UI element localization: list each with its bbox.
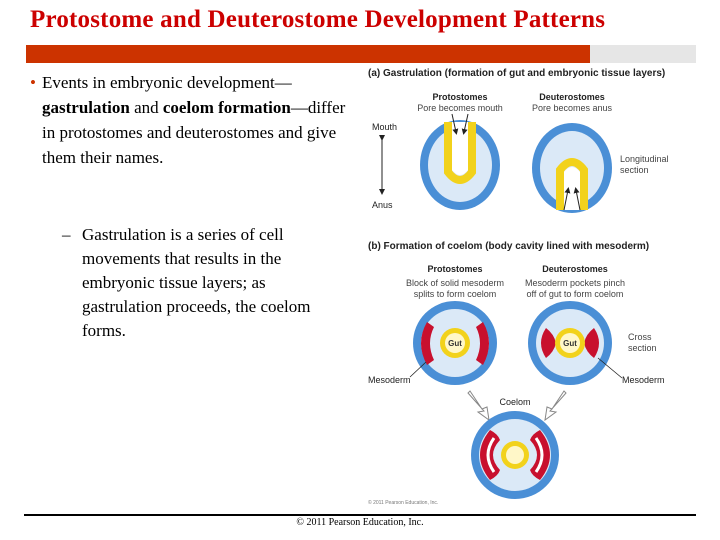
title-rule xyxy=(26,45,590,63)
mesoderm-label-right: Mesoderm xyxy=(622,375,665,385)
converge-arrow-left xyxy=(467,390,490,422)
deuterostome-gastrula xyxy=(532,123,612,213)
mesoderm-pointer-left xyxy=(409,361,427,378)
term-coelom-formation: coelom formation xyxy=(162,98,291,117)
panel-b-deut-sub1: Mesoderm pockets pinch xyxy=(525,278,625,288)
panel-b-proto-title: Protostomes xyxy=(427,264,482,274)
panel-a-deut-title: Deuterostomes xyxy=(539,92,605,102)
panel-b-deut-title: Deuterostomes xyxy=(542,264,608,274)
bullet-text-pre: Events in embryonic development— xyxy=(42,73,292,92)
bullet-marker: • xyxy=(30,73,36,92)
gut-label-deut: Gut xyxy=(563,339,577,348)
panel-b-title: (b) Formation of coelom (body cavity lin… xyxy=(368,241,649,252)
panel-a-proto-title: Protostomes xyxy=(432,92,487,102)
footer-rule xyxy=(24,514,696,516)
bullet-text-mid: and xyxy=(129,98,163,117)
longitudinal-label: Longitudinal xyxy=(620,154,669,164)
mouth-label: Mouth xyxy=(372,122,397,132)
slide-title: Protostome and Deuterostome Development … xyxy=(30,6,606,33)
coelom-cross-section xyxy=(471,411,559,499)
panel-a-title: (a) Gastrulation (formation of gut and e… xyxy=(368,68,665,79)
mesoderm-label-left: Mesoderm xyxy=(368,375,411,385)
converge-arrow-right xyxy=(544,390,567,422)
panel-a-proto-sub: Pore becomes mouth xyxy=(417,103,503,113)
panel-b-proto-sub1: Block of solid mesoderm xyxy=(406,278,504,288)
protostome-cross-section xyxy=(413,301,497,385)
cross-section-label: section xyxy=(628,343,657,353)
figure-svg: (a) Gastrulation (formation of gut and e… xyxy=(368,68,669,506)
panel-a-deut-sub: Pore becomes anus xyxy=(532,103,613,113)
sub-bullet-marker: – xyxy=(62,225,71,244)
protostome-gastrula xyxy=(420,113,500,210)
development-figure: (a) Gastrulation (formation of gut and e… xyxy=(360,60,700,510)
title-rule-accent xyxy=(590,45,696,63)
gut-label-proto: Gut xyxy=(448,339,462,348)
panel-b-proto-sub2: splits to form coelom xyxy=(414,289,497,299)
panel-b-deut-sub2: off of gut to form coelom xyxy=(527,289,624,299)
mesoderm-pointer-right xyxy=(597,357,623,379)
figure-copyright: © 2011 Pearson Education, Inc. xyxy=(368,499,438,506)
sub-bullet-gastrulation: – Gastrulation is a series of cell movem… xyxy=(62,223,332,343)
coelom-label: Coelom xyxy=(499,397,530,407)
bullet-events: • Events in embryonic development— gastru… xyxy=(30,70,348,170)
footer-copyright: © 2011 Pearson Education, Inc. xyxy=(296,517,424,528)
term-gastrulation: gastrulation xyxy=(42,98,130,117)
section-label: section xyxy=(620,165,649,175)
cross-label: Cross xyxy=(628,332,652,342)
deuterostome-cross-section xyxy=(528,301,612,385)
sub-bullet-text: Gastrulation is a series of cell movemen… xyxy=(82,225,311,340)
bullet-text-post: —differ in protostomes and deuterostomes… xyxy=(42,98,346,167)
anus-label: Anus xyxy=(372,200,393,210)
